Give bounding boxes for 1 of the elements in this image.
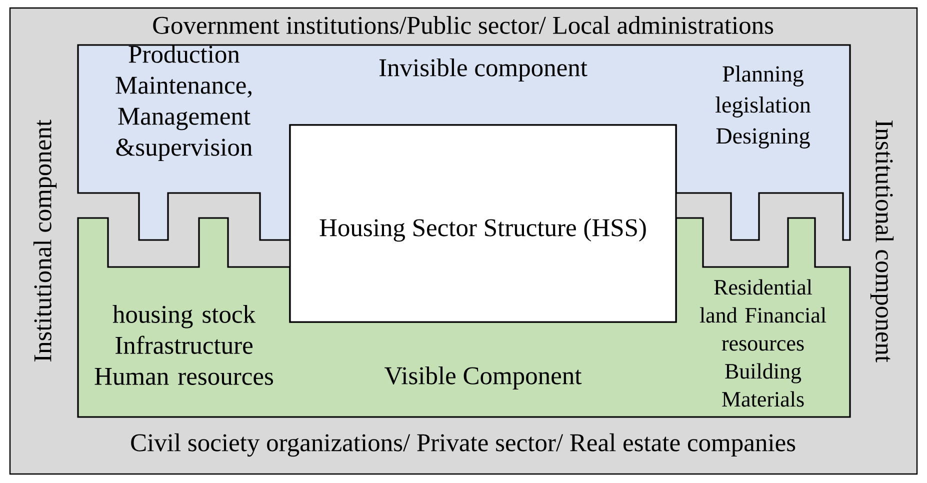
structure-box: Housing Sector Structure (HSS) — [289, 124, 677, 323]
